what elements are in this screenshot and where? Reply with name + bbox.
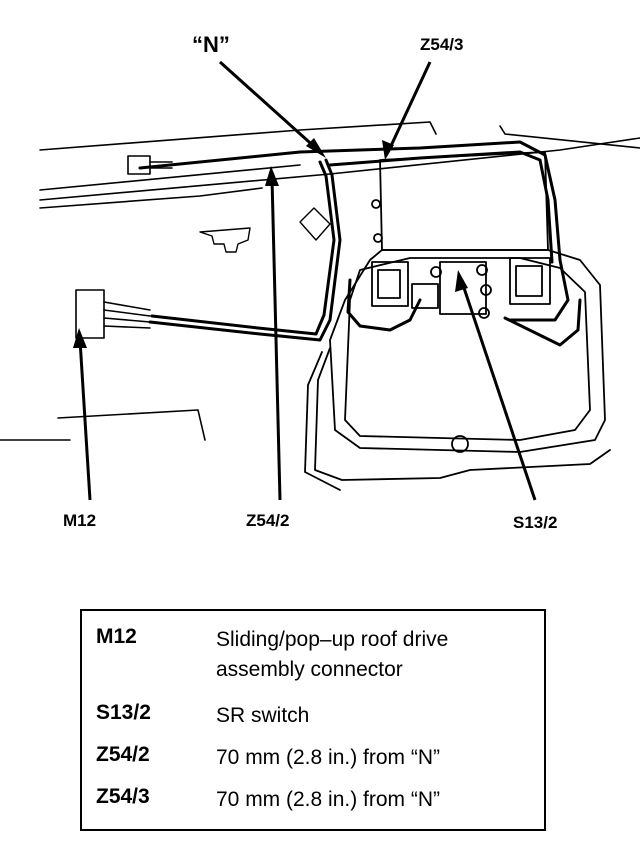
legend-code: Z54/2 <box>96 743 150 766</box>
headliner-outline <box>0 121 640 441</box>
z54-3-leader-line <box>388 61 432 149</box>
m12-leader-line <box>78 339 92 501</box>
legend-description: Sliding/pop–up roof drive assembly conne… <box>216 628 449 681</box>
n-arrowhead <box>306 138 326 158</box>
legend-code: Z54/3 <box>96 785 150 808</box>
legend-description: 70 mm (2.8 in.) from “N” <box>216 746 441 769</box>
m12-connector <box>75 289 151 339</box>
legend-description: 70 mm (2.8 in.) from “N” <box>216 788 441 811</box>
legend-code: M12 <box>96 625 137 648</box>
console-panel <box>329 151 606 453</box>
s13-2-arrowhead <box>455 270 468 292</box>
m12-arrowhead <box>73 328 87 348</box>
n-marker-label: “N” <box>192 32 230 57</box>
z54-2-leader-line <box>270 177 282 501</box>
wiring-harness <box>138 140 582 347</box>
z54-3-arrowhead <box>382 140 394 160</box>
s13-2-label: S13/2 <box>513 513 558 532</box>
m12-label: M12 <box>63 511 97 530</box>
z54-3-label: Z54/3 <box>420 35 464 54</box>
legend-code: S13/2 <box>96 701 151 724</box>
n-leader-line <box>218 60 320 152</box>
z54-2-arrowhead <box>265 166 279 186</box>
harness-connector <box>127 155 173 175</box>
legend-table: M12 Sliding/pop–up roof drive assembly c… <box>80 609 546 831</box>
legend-description: SR switch <box>216 704 310 727</box>
roof-wiring-diagram <box>0 60 640 501</box>
socket-part <box>199 207 331 253</box>
s13-2-leader-line <box>460 281 537 501</box>
z54-2-label: Z54/2 <box>246 511 290 530</box>
side-trim <box>304 347 611 491</box>
